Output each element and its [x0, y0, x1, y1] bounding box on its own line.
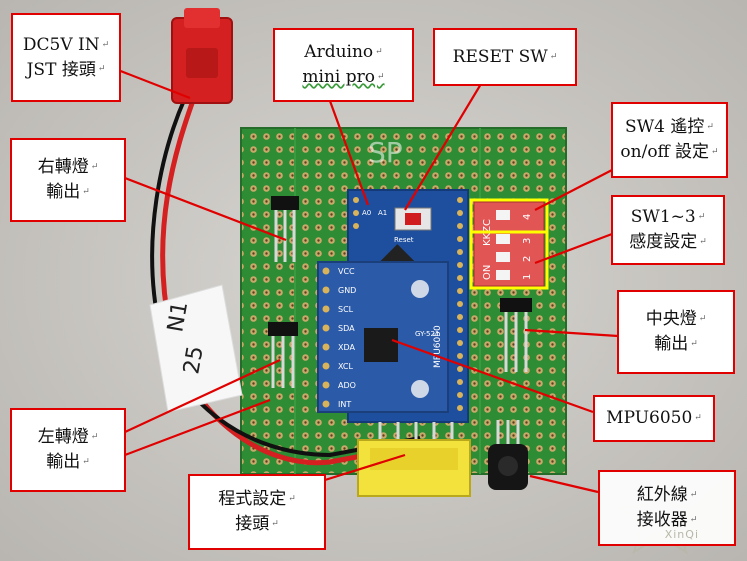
callout-mpu6050: MPU6050 [593, 395, 715, 442]
callout-program-header: 程式設定 接頭 [188, 474, 326, 550]
left-light-header [268, 322, 298, 388]
callout-center-light: 中央燈 輸出 [617, 290, 735, 374]
pin-ado: ADO [338, 381, 356, 390]
reset-switch [394, 207, 432, 231]
module-label: GY-521 [415, 330, 439, 338]
pin-xda: XDA [338, 343, 356, 352]
svg-text:SP: SP [368, 136, 403, 169]
callout-arduino-line1: Arduino [304, 40, 382, 65]
callout-arduino-line2: mini pro [302, 65, 384, 90]
right-light-header [271, 196, 299, 262]
dip-switch: ON KKZC 1 2 3 4 [473, 201, 545, 287]
dip-label-3: 3 [522, 238, 533, 244]
callout-ir-line1: 紅外線 [637, 483, 698, 508]
dip-label-1: 1 [522, 274, 533, 280]
callout-ir-line2: 接收器 [637, 508, 698, 533]
callout-center-line2: 輸出 [654, 332, 698, 357]
callout-arduino: Arduino mini pro [273, 28, 414, 102]
center-light-header [500, 298, 532, 372]
program-connector [357, 422, 471, 497]
callout-sw1-3: SW1~3 感度設定 [611, 195, 725, 265]
leader-lines [117, 68, 619, 494]
callout-dc5v-line1: DC5V IN [23, 33, 109, 58]
callout-sw13-line1: SW1~3 [631, 205, 706, 230]
callout-left-line1: 左轉燈 [38, 425, 99, 450]
callout-sw4-line1: SW4 遙控 [625, 115, 714, 140]
callout-ir-receiver: 紅外線 接收器 [598, 470, 736, 546]
callout-right-line1: 右轉燈 [38, 155, 99, 180]
module-chip-label: MPU6050 [433, 325, 443, 368]
callout-dc5v-jst: DC5V IN JST 接頭 [11, 13, 121, 102]
callout-center-line1: 中央燈 [646, 307, 707, 332]
mpu-chip [364, 328, 398, 362]
pin-vcc: VCC [338, 267, 355, 276]
arduino-label-reset: Reset [394, 236, 414, 244]
sw13-highlight [469, 230, 549, 290]
callout-sw4-line2: on/off 設定 [620, 140, 718, 165]
jst-connector [171, 8, 233, 104]
callout-sw4: SW4 遙控 on/off 設定 [611, 102, 728, 178]
paper-tag: N1 25 [149, 284, 243, 413]
pin-scl: SCL [338, 305, 354, 314]
watermark-text: XinQi [664, 528, 699, 541]
callout-program-line2: 接頭 [235, 512, 279, 537]
ir-receiver [488, 420, 528, 490]
pin-sda: SDA [338, 324, 355, 333]
dip-label-2: 2 [522, 256, 533, 262]
dip-label-on: ON [482, 265, 493, 280]
pin-gnd: GND [338, 286, 356, 295]
callout-reset-line1: RESET SW [453, 45, 558, 70]
callout-reset-sw: RESET SW [433, 28, 577, 86]
callout-left-line2: 輸出 [46, 450, 90, 475]
dip-label-4: 4 [522, 214, 533, 220]
pin-xcl: XCL [338, 362, 353, 371]
callout-mpu-line1: MPU6050 [606, 406, 702, 431]
callout-dc5v-line2: JST 接頭 [27, 58, 106, 83]
tag-text-2: 25 [179, 344, 208, 376]
callout-sw13-line2: 感度設定 [629, 230, 707, 255]
callout-right-light: 右轉燈 輸出 [10, 138, 126, 222]
mpu6050-module: VCC GND SCL SDA XDA XCL ADO INT MPU6050 … [317, 261, 449, 413]
arduino-label-a0: A0 [362, 209, 371, 217]
pin-int: INT [338, 400, 351, 409]
arduino-label-a1: A1 [378, 209, 387, 217]
callout-program-line1: 程式設定 [218, 487, 296, 512]
callout-right-line2: 輸出 [46, 180, 90, 205]
tag-text-1: N1 [163, 300, 193, 334]
callout-left-light: 左轉燈 輸出 [10, 408, 126, 492]
